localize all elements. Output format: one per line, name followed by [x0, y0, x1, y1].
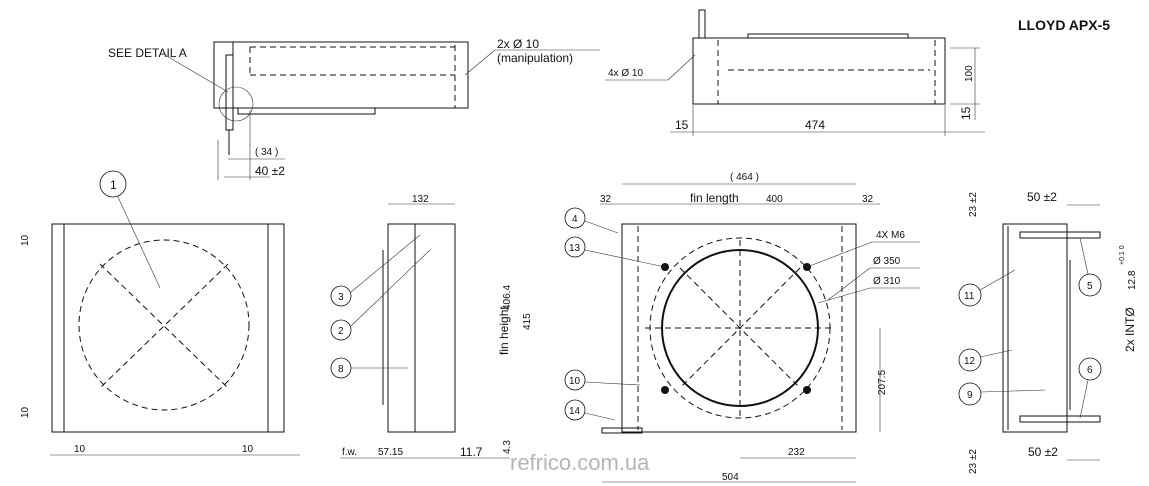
top-right-view: 4x Ø 10 100 15 474 15 [605, 9, 985, 136]
holes-label: 2x Ø 10 [497, 37, 539, 51]
manipulation-label: (manipulation) [497, 51, 573, 65]
dim-40: 40 ±2 [255, 164, 285, 178]
end-view: 23 ±2 50 ±2 11 5 12 9 6 12.8 +0.1 0 2x I… [958, 190, 1138, 474]
dim-406: 406.4 [502, 285, 513, 310]
front-view: ( 464 ) 32 fin length 400 32 4 13 10 14 … [564, 172, 920, 483]
m6-label: 4X M6 [876, 230, 905, 241]
d350-label: Ø 350 [873, 256, 901, 267]
dim-4-3: 4.3 [502, 440, 513, 454]
dim-15-left: 15 [675, 118, 689, 132]
dim-57: 57.15 [378, 447, 403, 458]
fin-length-label: fin length [690, 191, 739, 205]
model-title: LLOYD APX-5 [1018, 17, 1110, 33]
dim-32-right: 32 [862, 194, 874, 205]
dim-50-top: 50 ±2 [1027, 190, 1057, 204]
item-6: 6 [1087, 365, 1093, 376]
fw-label: f.w. [342, 447, 357, 458]
dim-207: 207.5 [877, 370, 888, 395]
dim-232: 232 [788, 447, 805, 458]
item-9: 9 [967, 390, 973, 401]
dim-10-bottom: 10 [20, 406, 31, 418]
dim-415: 415 [522, 313, 533, 330]
dim-100: 100 [964, 65, 975, 82]
dim-23-top: 23 ±2 [968, 192, 979, 217]
watermark: refrico.com.ua [510, 450, 650, 475]
dim-464: ( 464 ) [730, 172, 759, 183]
tolerance: +0.1 0 [1119, 245, 1126, 265]
dim-504: 504 [722, 472, 739, 483]
dim-132: 132 [412, 194, 429, 205]
dim-32-left: 32 [600, 194, 612, 205]
dim-12-8: 12.8 [1127, 270, 1138, 290]
fin-height-label: fin height [497, 306, 511, 355]
top-view: SEE DETAIL A 2x Ø 10 (manipulation) ( 34… [108, 37, 600, 180]
item-3: 3 [338, 292, 344, 303]
dim-34: ( 34 ) [255, 147, 278, 158]
dim-15-right: 15 [959, 106, 973, 120]
item-4: 4 [572, 214, 578, 225]
dim-50-bottom: 50 ±2 [1028, 445, 1058, 459]
dim-10-top: 10 [20, 234, 31, 246]
side-view: 1 10 10 10 10 [20, 170, 300, 456]
holes-label-right: 4x Ø 10 [608, 68, 643, 79]
dim-10-bottom-right: 10 [242, 444, 254, 455]
item-5: 5 [1087, 281, 1093, 292]
item-13: 13 [569, 243, 581, 254]
item-1: 1 [110, 178, 117, 192]
item-10: 10 [569, 376, 581, 387]
dim-23-bottom: 23 ±2 [968, 449, 979, 474]
item-11: 11 [964, 291, 975, 302]
item-8: 8 [338, 364, 344, 375]
coil-view: 132 3 2 8 fin height 406.4 415 4.3 f.w. … [330, 194, 533, 459]
see-detail-label: SEE DETAIL A [108, 46, 187, 60]
dim-11-7: 11.7 [460, 445, 483, 459]
int-label: 2x INTØ [1123, 307, 1137, 352]
item-14: 14 [569, 406, 581, 417]
dim-10-bottom-left: 10 [74, 444, 86, 455]
dim-400: 400 [766, 194, 783, 205]
dim-474: 474 [805, 118, 825, 132]
item-12: 12 [964, 356, 976, 367]
d310-label: Ø 310 [873, 276, 901, 287]
item-2: 2 [338, 326, 344, 337]
